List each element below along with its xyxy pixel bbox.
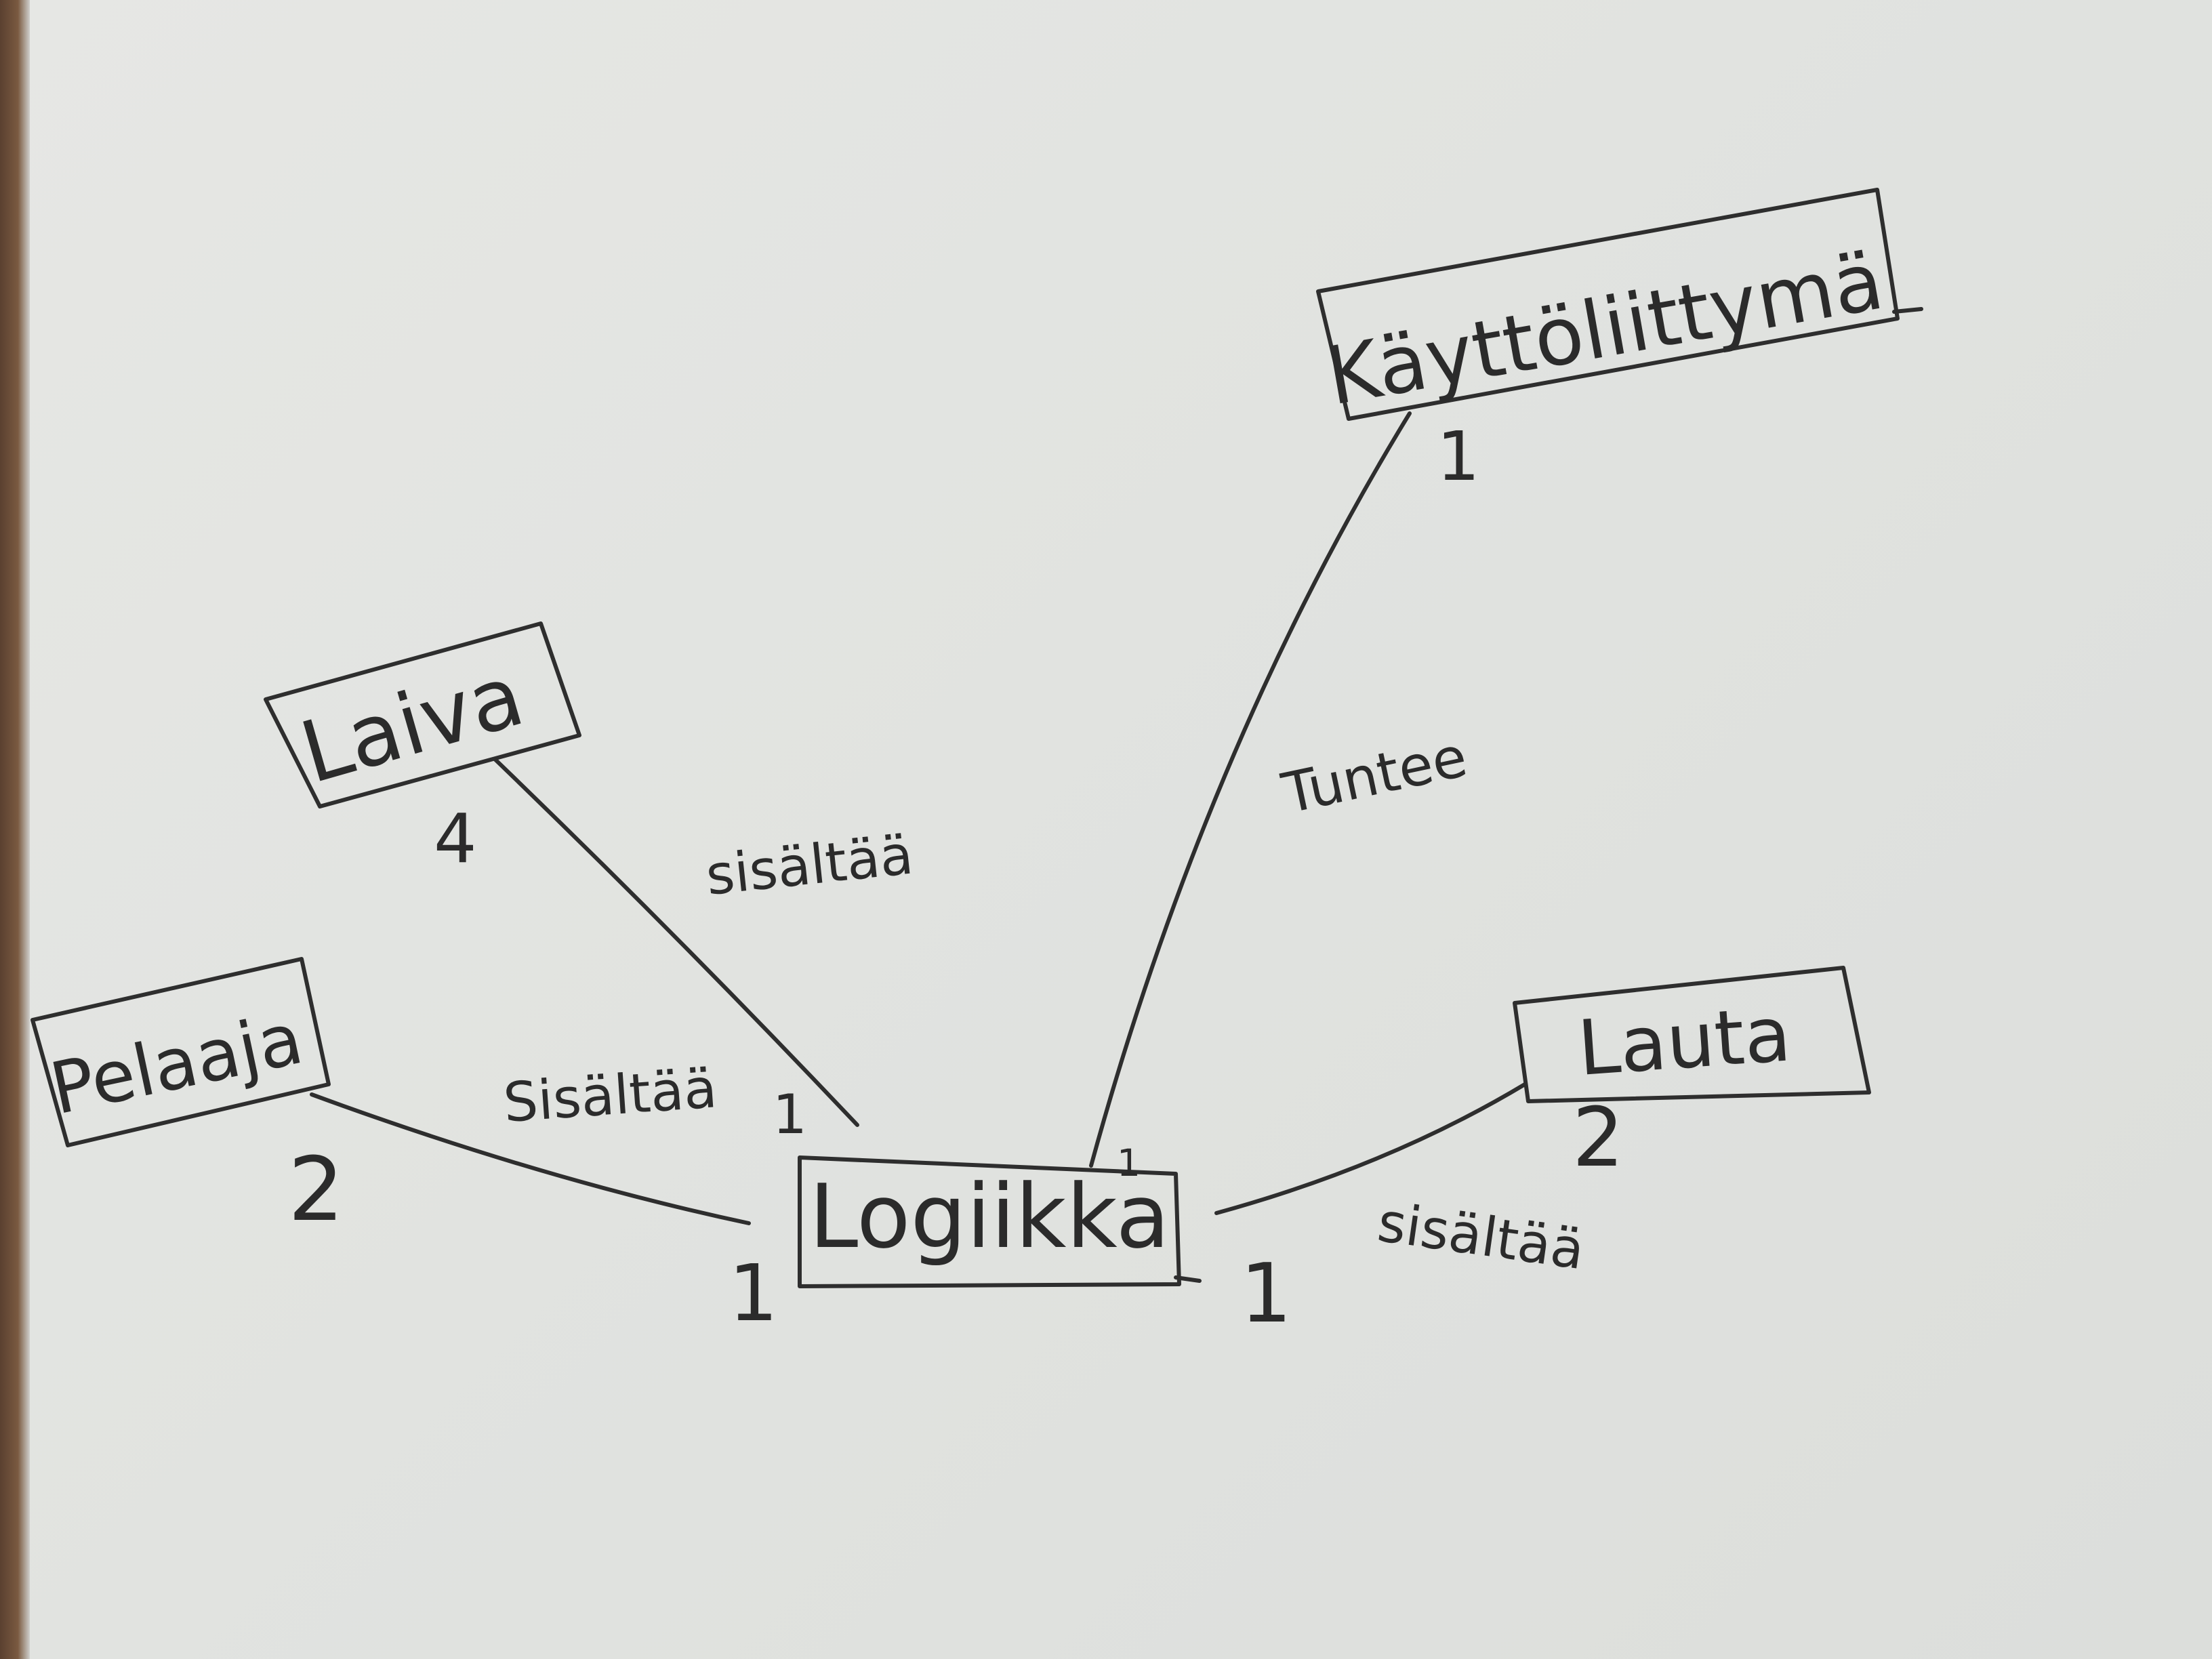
table-edge [0, 0, 30, 1659]
relation-lauta-logiikka: sisältää [1374, 1191, 1588, 1282]
box-logiikka [798, 1155, 1181, 1288]
multiplicity-kayttoliittyma-logiikka: 1 [1117, 1141, 1141, 1185]
relation-pelaaja-logiikka: Sisältää [501, 1057, 719, 1134]
line-pelaaja-logiikka [310, 1092, 751, 1225]
line-kayttoliittyma-logiikka [1089, 411, 1412, 1168]
multiplicity-pelaaja: 2 [288, 1138, 344, 1241]
box-logiikka-tail [1174, 1275, 1202, 1283]
entity-lauta: Lauta [1575, 990, 1794, 1093]
multiplicity-pelaaja-logiikka: 1 [729, 1248, 778, 1339]
multiplicity-laiva-logiikka: 1 [773, 1083, 807, 1146]
entity-pelaaja: Pelaaja [43, 997, 310, 1130]
box-kayttoliittyma-tail [1892, 307, 1923, 314]
multiplicity-laiva: 4 [434, 799, 477, 878]
line-lauta-logiikka [1214, 1082, 1527, 1215]
box-kayttoliittyma [1316, 188, 1900, 421]
line-laiva-logiikka [493, 757, 859, 1127]
entity-logiikka: Logiikka [809, 1165, 1170, 1268]
multiplicity-lauta-logiikka: 1 [1240, 1247, 1292, 1341]
box-lauta [1513, 966, 1871, 1103]
box-pelaaja [30, 957, 331, 1147]
relation-laiva-logiikka: sisältää [703, 823, 916, 907]
box-laiva [264, 621, 581, 808]
multiplicity-kayttoliittyma: 1 [1437, 417, 1480, 496]
multiplicity-lauta: 2 [1572, 1091, 1624, 1185]
entity-kayttoliittyma: Käyttöliittymä [1319, 234, 1890, 424]
relation-kayttoliittyma-logiikka: Tuntee [1276, 725, 1472, 827]
